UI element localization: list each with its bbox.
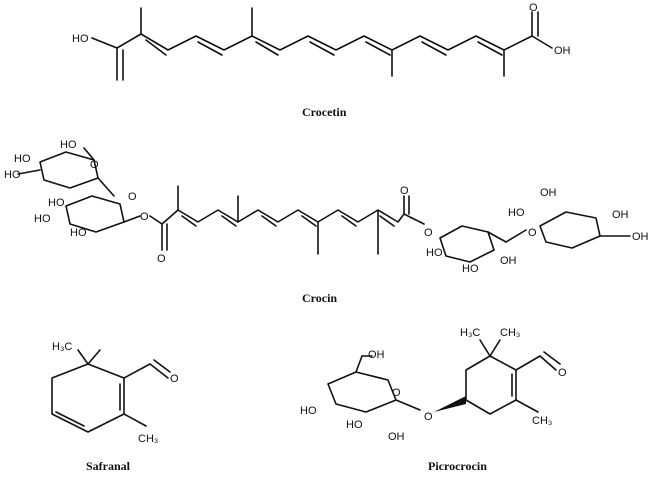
safranal-gem-dimethyl: H₃C: [52, 341, 72, 353]
crocin-right-oh-4: HO: [508, 207, 525, 219]
crocin-right-linker-o: O: [528, 227, 537, 239]
crocin-left-oh-2: HO: [14, 153, 31, 165]
picrocrocin-oh-mid: HO: [346, 419, 363, 431]
crocin-right-carbonyl-o: O: [400, 185, 409, 197]
safranal-structure: H₃C O CH₃: [51, 341, 179, 445]
crocin-label: Crocin: [302, 291, 337, 305]
picrocrocin-gem-dimethyl-left: H₃C: [460, 327, 480, 339]
crocin-right-ester-o: O: [424, 227, 433, 239]
crocin-left-linker-o: O: [128, 191, 137, 203]
picrocrocin-structure: OH HO HO OH O O H₃C CH₃ O CH₃: [300, 327, 567, 443]
crocetin-left-hydroxyl: HO: [72, 33, 89, 45]
crocin-right-oh-6: OH: [612, 209, 629, 221]
picrocrocin-label: Picrocrocin: [428, 459, 487, 473]
crocin-right-oh-5: OH: [540, 187, 557, 199]
crocin-structure: HO HO HO O O HO HO HO O O O O: [4, 139, 649, 275]
picrocrocin-oh-left: HO: [300, 405, 317, 417]
crocin-left-carbonyl-o: O: [157, 253, 166, 265]
crocin-left-oh-5: HO: [34, 213, 51, 225]
picrocrocin-oh-bottom: OH: [388, 431, 405, 443]
picrocrocin-gem-dimethyl-right: CH₃: [500, 327, 520, 339]
safranal-methyl: CH₃: [138, 433, 158, 445]
crocetin-carbonyl-oxygen: O: [529, 2, 538, 14]
crocin-left-oh-6: HO: [70, 227, 87, 239]
crocin-left-oh-1: HO: [60, 139, 77, 151]
picrocrocin-aldehyde-o: O: [558, 367, 567, 379]
safranal-aldehyde-o: O: [170, 373, 179, 385]
crocin-left-oh-3: HO: [4, 169, 21, 181]
picrocrocin-methyl: CH₃: [532, 415, 552, 427]
crocin-left-ring-o-1: O: [90, 159, 99, 171]
crocetin-label: Crocetin: [302, 105, 347, 119]
picrocrocin-ring-o: O: [392, 387, 401, 399]
crocin-right-oh-1: HO: [426, 247, 443, 259]
crocetin-right-hydroxyl: OH: [554, 45, 571, 57]
safranal-label: Safranal: [86, 459, 131, 473]
crocin-left-oh-4: HO: [48, 197, 65, 209]
crocetin-structure: HO O OH: [72, 2, 571, 81]
crocin-left-ester-o: O: [140, 211, 149, 223]
picrocrocin-oh-top: OH: [368, 349, 385, 361]
picrocrocin-linker-o: O: [424, 411, 433, 423]
crocin-right-oh-7: OH: [632, 231, 649, 243]
crocin-right-oh-3: OH: [500, 255, 517, 267]
crocin-right-oh-2: HO: [462, 263, 479, 275]
